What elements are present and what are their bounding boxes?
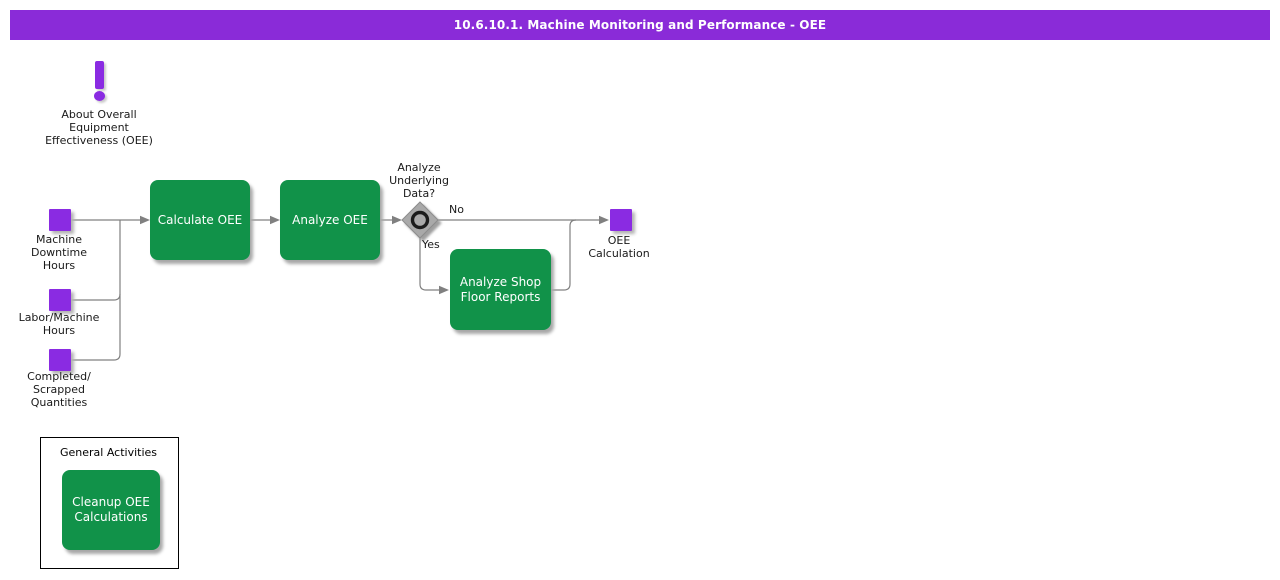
page-title: 10.6.10.1. Machine Monitoring and Perfor… — [453, 18, 827, 32]
arrowhead-into-output — [599, 215, 609, 225]
branch-yes-label: Yes — [422, 238, 440, 251]
decision-gateway-node — [401, 201, 439, 239]
general-activities-title: General Activities — [60, 446, 158, 459]
activity-analyze-oee[interactable]: Analyze OEE — [280, 180, 380, 260]
input-label-machine-downtime-hours: Machine Downtime Hours — [30, 233, 88, 272]
activity-cleanup-oee-calculations[interactable]: Cleanup OEE Calculations — [62, 470, 160, 550]
decision-diamond — [401, 201, 439, 239]
exclamation-icon-dot[interactable] — [94, 91, 105, 101]
annotation-label: About Overall Equipment Effectiveness (O… — [45, 108, 153, 147]
output-label-oee-calculation: OEE Calculation — [588, 234, 650, 260]
input-node-labor-machine-hours[interactable] — [49, 289, 71, 311]
title-bar: 10.6.10.1. Machine Monitoring and Perfor… — [10, 10, 1270, 40]
arrowhead-into-calculate — [140, 215, 150, 225]
connector-input2-merge — [70, 293, 121, 301]
input-node-completed-scrapped-quantities[interactable] — [49, 349, 71, 371]
arrowhead-into-shopfloor — [439, 285, 449, 295]
input-node-machine-downtime-hours[interactable] — [49, 209, 71, 231]
output-node-oee-calculation[interactable] — [610, 209, 632, 231]
input-label-completed-scrapped-quantities: Completed/ Scrapped Quantities — [27, 370, 91, 409]
decision-question-label: Analyze Underlying Data? — [389, 161, 449, 200]
decision-ring-icon — [410, 210, 430, 230]
input-label-labor-machine-hours: Labor/Machine Hours — [18, 311, 100, 337]
arrowhead-into-analyze — [270, 215, 280, 225]
activity-analyze-shop-floor-reports[interactable]: Analyze Shop Floor Reports — [450, 249, 551, 330]
arrowhead-into-decision — [392, 215, 402, 225]
activity-calculate-oee[interactable]: Calculate OEE — [150, 180, 250, 260]
exclamation-icon-bar[interactable] — [95, 61, 104, 89]
branch-no-label: No — [449, 203, 464, 216]
